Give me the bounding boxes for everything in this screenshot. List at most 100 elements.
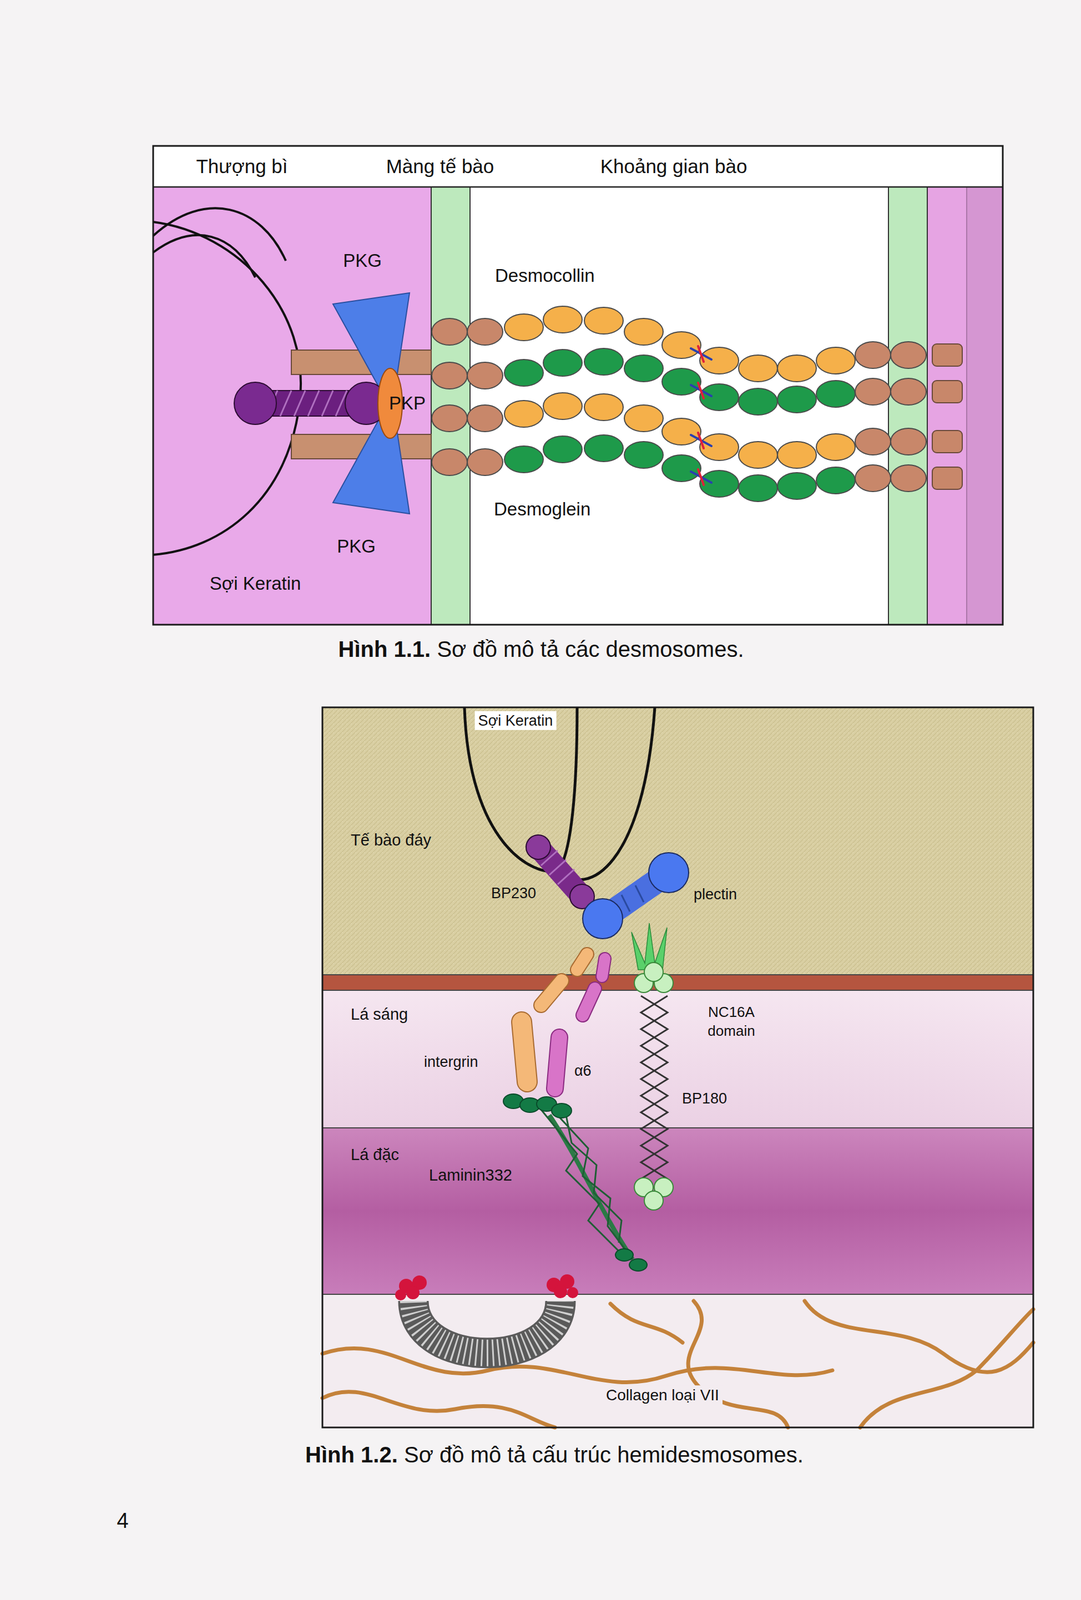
alpha6-chain <box>554 1037 560 1089</box>
cadherin-chain <box>543 392 583 420</box>
cadherin-chain <box>431 362 468 390</box>
laminin-332 <box>541 1109 622 1255</box>
alpha6-chain <box>602 958 605 977</box>
caption-text: Sơ đồ mô tả cấu trúc hemidesmosomes. <box>403 1442 804 1468</box>
caption-number: Hình 1.1. <box>337 637 431 662</box>
cadherin-chain <box>543 436 583 463</box>
protein-label: PKG <box>342 249 382 272</box>
cadherin-chain <box>504 400 544 428</box>
node-label: PKP <box>389 392 426 415</box>
protein-label: Collagen loại VII <box>602 1385 723 1406</box>
cadherin-chain <box>890 378 927 406</box>
cadherin-chain <box>624 318 664 346</box>
cadherin-chain <box>467 448 503 476</box>
collagen-fiber <box>322 1392 555 1428</box>
pkp-protein: PKP <box>377 367 434 440</box>
cadherin-chain <box>584 393 624 421</box>
adhesion-bond <box>690 348 712 483</box>
node-label: Khoảng gian bào <box>600 154 748 179</box>
keratin-fiber <box>153 208 286 261</box>
cadherin-chain <box>699 433 739 461</box>
cadherin-chain <box>543 306 583 333</box>
cadherin-chain <box>467 318 503 346</box>
cadherin-chain <box>816 433 856 461</box>
cadherin-chain <box>738 475 778 502</box>
cadherin-chain <box>504 446 544 473</box>
cadherin-chain <box>662 368 701 396</box>
keratin-fiber <box>464 707 655 881</box>
cadherin-chain <box>738 441 778 469</box>
laminin-332 <box>503 1094 648 1272</box>
desmosome-figure <box>431 187 471 625</box>
basal-cell-band: Tế bào đáy <box>322 707 1034 976</box>
cadherin-chain <box>467 405 503 432</box>
alpha6-chain <box>602 958 605 977</box>
protein-label: α6 <box>574 1062 592 1080</box>
bp180-helix <box>640 996 668 1180</box>
cadherin-chain <box>777 355 817 382</box>
protein-label: Desmocollin <box>494 264 595 287</box>
alpha6-chain <box>582 988 595 1016</box>
plectin-rod <box>582 898 623 939</box>
keratin-fiber <box>153 208 301 555</box>
desmosome-figure <box>927 187 1003 625</box>
integrin-chain <box>521 1022 528 1083</box>
cadherin-chain <box>816 380 856 408</box>
integrin-chain <box>541 981 562 1006</box>
anchoring-fibril <box>395 1289 407 1301</box>
laminin-332 <box>549 1115 633 1260</box>
cadherin-chain <box>431 318 468 346</box>
protein-label: Desmoglein <box>493 498 591 521</box>
desmosome-figure <box>888 187 928 625</box>
collagen-fiber <box>688 1301 788 1428</box>
integrin-chain <box>521 1022 528 1083</box>
alpha6-chain <box>554 1037 560 1089</box>
protein-label: BP180 <box>682 1089 727 1108</box>
cell-region: Sợi KeratinPKP <box>153 187 432 625</box>
hemidesmosome-figure <box>322 1128 1034 1295</box>
structure-label: Sợi Keratin <box>475 711 557 731</box>
cadherin-chain <box>584 348 624 376</box>
collagen-fiber <box>860 1309 1034 1428</box>
node-label: Lá đặc <box>350 1145 399 1165</box>
anchoring-fibril <box>395 1274 579 1301</box>
integrin-chain <box>577 954 588 971</box>
plaque-block <box>932 344 963 490</box>
caption-number: Hình 1.2. <box>305 1442 398 1468</box>
desmosome-figure <box>153 145 1003 625</box>
laminin-332 <box>629 1259 648 1272</box>
cadherin-chain <box>855 378 891 406</box>
keratin-fiber <box>464 707 578 872</box>
laminin-332 <box>551 1103 572 1119</box>
adhesion-bond <box>698 346 704 486</box>
desmosome-figure <box>153 187 432 625</box>
hemidesmosome-figure <box>322 975 1034 991</box>
collagen-fiber <box>804 1301 1034 1373</box>
bp180-helix <box>640 996 668 1180</box>
adhesion-bond <box>690 346 712 486</box>
plectin-rod <box>582 852 689 939</box>
keratin-fiber <box>557 707 655 881</box>
cadherin-chain <box>890 465 927 492</box>
anchoring-fibril <box>395 1274 579 1354</box>
anchoring-fibril <box>413 1301 561 1354</box>
collagen-fiber <box>610 1304 683 1343</box>
hemidesmosome-figure <box>322 990 1034 1129</box>
bp180-globule <box>644 962 664 982</box>
hemidesmosome-figure <box>322 1294 1034 1428</box>
keratin-fiber <box>153 235 256 278</box>
protein-label: BP230 <box>491 884 537 903</box>
nc16a-spike <box>631 923 668 971</box>
cadherin-chain <box>890 428 927 456</box>
lamina-densa-band: Lá đặc <box>322 1128 1034 1295</box>
cadherin-chain <box>431 448 468 476</box>
cadherin-chain <box>777 386 817 413</box>
plaque-block <box>932 380 963 403</box>
pkg-shape <box>332 293 410 389</box>
nc16a-spike <box>631 923 668 971</box>
desmosome-figure <box>431 187 928 625</box>
anchoring-fibril <box>567 1287 579 1299</box>
figure-frame <box>153 145 1003 625</box>
header-band: Thượng bìMàng tế bàoKhoảng gian bào <box>153 145 1003 188</box>
cadherin-chain <box>431 306 927 502</box>
